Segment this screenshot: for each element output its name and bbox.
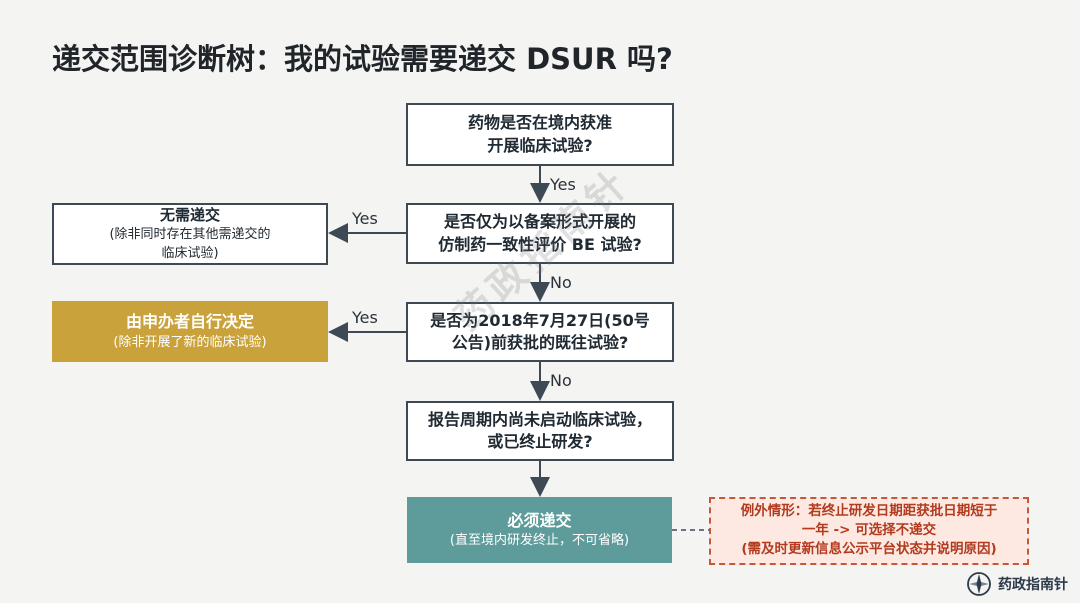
exception-line1: 例外情形：若终止研发日期距获批日期短于 [740, 503, 998, 519]
must-title: 必须递交 [507, 510, 572, 530]
q2-line1: 是否仅为以备案形式开展的 [443, 212, 636, 232]
exception-note: 例外情形：若终止研发日期距获批日期短于 一年 -> 可选择不递交 (需及时更新信… [709, 497, 1029, 565]
question-domestic-approval: 药物是否在境内获准 开展临床试验? [406, 103, 674, 166]
page-title: 递交范围诊断树：我的试验需要递交 DSUR 吗? [52, 42, 673, 76]
label-q2-nosubmit: Yes [352, 209, 378, 228]
q3-line1: 是否为2018年7月27日(50号 [430, 310, 650, 330]
compass-icon [967, 572, 991, 596]
question-prior-approval: 是否为2018年7月27日(50号 公告)前获批的既往试验? [406, 302, 674, 362]
no-submit-title: 无需递交 [159, 206, 220, 225]
brand-name: 药政指南针 [998, 577, 1068, 593]
must-note: (直至境内研发终止，不可省略) [449, 533, 630, 549]
label-q3-sponsor: Yes [352, 308, 378, 327]
label-q1-q2: Yes [550, 175, 576, 194]
q1-line2: 开展临床试验? [487, 135, 593, 155]
no-submit-note2: 临床试验) [161, 245, 219, 261]
exception-line3: (需及时更新信息公示平台状态并说明原因) [741, 540, 997, 557]
q4-line1: 报告周期内尚未启动临床试验， [427, 409, 652, 429]
no-submit-note1: (除非同时存在其他需递交的 [109, 227, 271, 243]
q3-line2: 公告)前获批的既往试验? [451, 333, 629, 352]
label-q3-q4: No [550, 371, 572, 390]
brand-logo: 药政指南针 [966, 571, 1068, 597]
q4-line2: 或已终止研发? [487, 432, 593, 451]
outcome-sponsor-decides: 由申办者自行决定 (除非开展了新的临床试验) [52, 301, 328, 362]
q1-line1: 药物是否在境内获准 [467, 113, 612, 133]
sponsor-note: (除非开展了新的临床试验) [113, 334, 267, 350]
question-be-filing: 是否仅为以备案形式开展的 仿制药一致性评价 BE 试验? [406, 203, 674, 264]
q2-line2: 仿制药一致性评价 BE 试验? [438, 234, 642, 254]
exception-line2: 一年 -> 可选择不递交 [801, 521, 937, 538]
outcome-no-submission: 无需递交 (除非同时存在其他需递交的 临床试验) [52, 203, 328, 265]
sponsor-title: 由申办者自行决定 [125, 312, 254, 332]
label-q2-q3: No [550, 273, 572, 292]
outcome-must-submit: 必须递交 (直至境内研发终止，不可省略) [407, 497, 672, 563]
question-not-started: 报告周期内尚未启动临床试验， 或已终止研发? [406, 401, 674, 461]
